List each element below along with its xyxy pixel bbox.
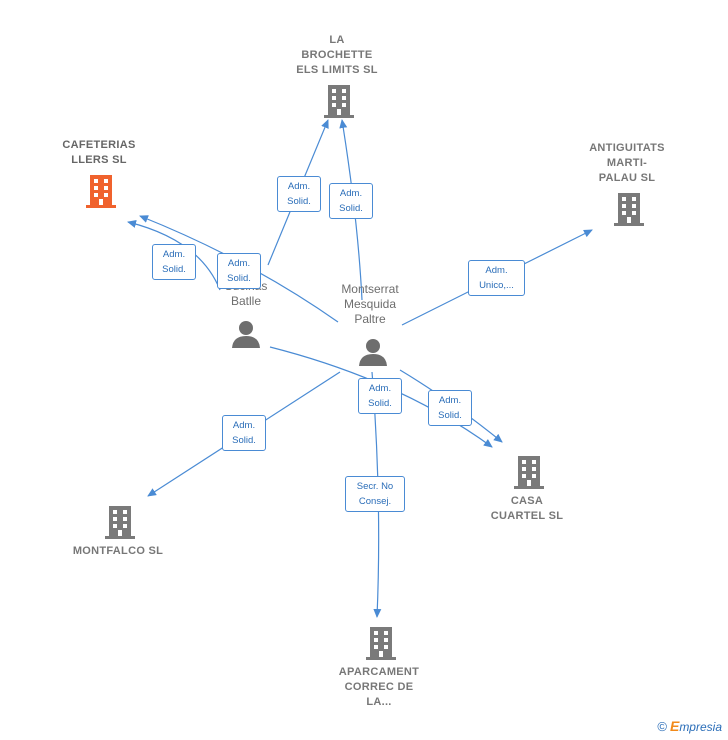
edge-label[interactable]: Adm. Solid. — [277, 176, 321, 212]
edge-label[interactable]: Secr. No Consej. — [345, 476, 405, 512]
node-label-aparcament[interactable]: APARCAMENT CORREC DE LA... — [338, 666, 420, 708]
node-label-cafeterias[interactable]: CAFETERIAS LLERS SL — [62, 139, 136, 166]
building-icon-highlighted[interactable] — [84, 174, 118, 208]
edge-label[interactable]: Adm. Solid. — [329, 183, 373, 219]
person-label-center[interactable]: Montserrat Mesquida Paltre — [341, 282, 399, 326]
node-label-montfalco[interactable]: MONTFALCO SL — [72, 545, 164, 557]
edge-label[interactable]: Adm. Unico,... — [468, 260, 525, 296]
copyright-icon: © — [657, 718, 667, 734]
edge-label[interactable]: Adm. Solid. — [222, 415, 266, 451]
edge-label[interactable]: Adm. Solid. — [358, 378, 402, 414]
building-icon[interactable] — [103, 505, 137, 539]
edge-label[interactable]: Adm. Solid. — [428, 390, 472, 426]
building-icon[interactable] — [612, 192, 646, 226]
person-icon[interactable] — [231, 319, 261, 349]
building-icon[interactable] — [364, 626, 398, 660]
node-label-casa-cuartel[interactable]: CASA CUARTEL SL — [490, 495, 564, 522]
building-icon[interactable] — [512, 455, 546, 489]
edge-label[interactable]: Adm. Solid. — [152, 244, 196, 280]
person-icon[interactable] — [358, 337, 388, 367]
brand-logo: Empresia — [669, 718, 722, 734]
node-label-antiguitats[interactable]: ANTIGUITATS MARTI- PALAU SL — [589, 142, 665, 184]
footer-brand: © Empresia — [657, 718, 722, 734]
building-icon[interactable] — [322, 84, 356, 118]
node-label-brochette[interactable]: LA BROCHETTE ELS LIMITS SL — [296, 34, 378, 76]
edge-label[interactable]: Adm. Solid. — [217, 253, 261, 289]
